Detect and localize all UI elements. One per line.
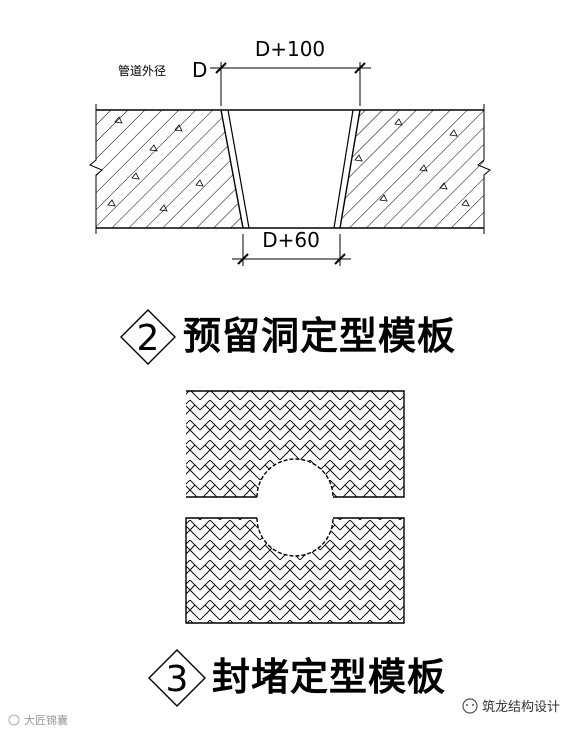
- break-line-right: [477, 104, 491, 234]
- watermark-right: 筑龙结构设计: [462, 698, 560, 715]
- sleeve-left-outer: [220, 109, 244, 229]
- detail-3-marker: 3: [148, 649, 206, 707]
- bottom-dimension: [232, 234, 351, 266]
- detail-3-number: 3: [166, 659, 189, 700]
- sleeve-left-inner: [227, 109, 250, 229]
- aggregate-marks: [107, 116, 470, 212]
- slab-section: [89, 104, 491, 234]
- detail-2-title: 预留洞定型模板: [183, 313, 456, 358]
- detail-2-marker: 2: [120, 309, 176, 365]
- sleeve-right-inner: [333, 109, 354, 229]
- break-line-left: [89, 104, 103, 234]
- slab-right-concrete: [340, 110, 484, 228]
- plug-template-bottom-half: [185, 517, 405, 624]
- slab-left-concrete: [96, 110, 243, 228]
- plug-template-top-half: [186, 390, 405, 498]
- top-dimension: [210, 62, 371, 106]
- top-dimension-label: D+100: [255, 37, 325, 61]
- watermark-right-text: 筑龙结构设计: [482, 699, 560, 715]
- sleeve-right-outer: [339, 109, 361, 229]
- detail-2-number: 2: [137, 318, 160, 359]
- wechat-icon: [462, 698, 478, 714]
- watermark-left: 大匠锦囊: [8, 713, 68, 727]
- watermark-left-text: 大匠锦囊: [24, 713, 68, 727]
- detail-3-title: 封堵定型模板: [212, 654, 446, 699]
- pipe-symbol: D: [192, 58, 207, 82]
- pipe-diameter-label: 管道外径: [118, 63, 166, 78]
- bottom-dimension-label: D+60: [262, 228, 320, 252]
